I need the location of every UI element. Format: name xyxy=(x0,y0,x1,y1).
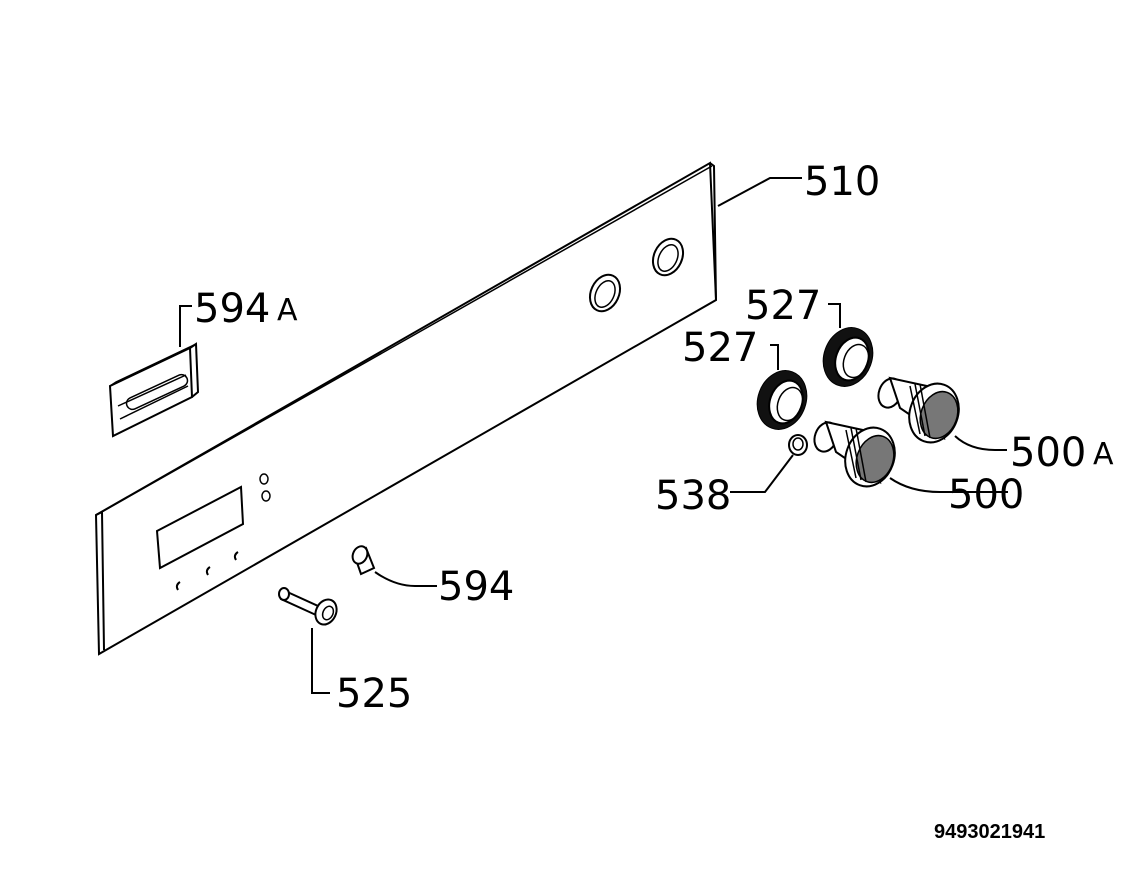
button-cap-drawing xyxy=(351,545,376,576)
label-594a: 594 A xyxy=(194,286,298,332)
label-594a-number: 594 xyxy=(194,286,270,332)
spindle-cap-drawing xyxy=(788,434,808,456)
label-527-right: 527 xyxy=(745,283,821,329)
label-500: 500 xyxy=(948,472,1024,518)
ring-right-drawing xyxy=(822,327,874,387)
push-rod-drawing xyxy=(278,587,338,626)
label-594: 594 xyxy=(438,564,514,610)
bracket-drawing xyxy=(108,342,200,438)
leader-lines xyxy=(179,177,1008,694)
label-500a-number: 500 xyxy=(1010,430,1086,476)
ring-left-drawing xyxy=(756,370,808,430)
label-538: 538 xyxy=(655,473,731,519)
label-500a: 500 A xyxy=(1010,430,1114,476)
control-panel-drawing xyxy=(94,161,718,656)
knob-left-drawing xyxy=(813,420,896,488)
label-525: 525 xyxy=(336,671,412,717)
label-510: 510 xyxy=(804,159,880,205)
label-527-left: 527 xyxy=(682,325,758,371)
document-number: 9493021941 xyxy=(934,821,1045,843)
label-500a-suffix: A xyxy=(1093,437,1114,472)
knob-right-drawing xyxy=(877,376,960,444)
label-594a-suffix: A xyxy=(277,293,298,328)
